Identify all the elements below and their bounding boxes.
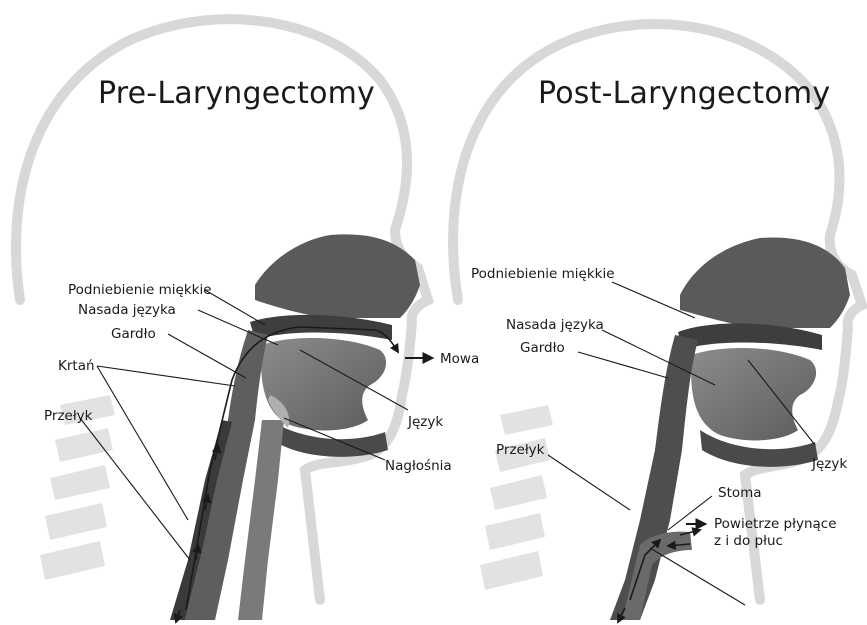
left-label-esophagus: Przełyk [44, 408, 93, 424]
right-pharynx [610, 335, 698, 620]
right-label-airflow-line2: z i do płuc [714, 533, 783, 549]
left-label-epiglottis: Nagłośnia [385, 458, 452, 474]
right-label-tongue-base: Nasada języka [506, 317, 604, 333]
left-label-tongue-base: Nasada języka [78, 302, 176, 318]
left-label-tongue: Język [407, 414, 443, 430]
right-tongue-shape [691, 348, 816, 440]
right-title: Post-Laryngectomy [538, 76, 830, 111]
right-nasal-cavity [680, 237, 850, 328]
right-label-pharynx: Gardło [520, 340, 565, 356]
left-nasal-cavity [255, 234, 420, 318]
left-label-larynx: Krtań [58, 358, 95, 374]
left-label-speech: Mowa [440, 351, 479, 367]
left-panel: Pre-Laryngectomy Podniebienie miękkie Na… [16, 19, 479, 622]
left-label-soft-palate: Podniebienie miękkie [68, 282, 212, 298]
right-spine [480, 405, 553, 590]
right-label-airflow-line1: Powietrze płynące [714, 516, 837, 532]
right-label-stoma: Stoma [718, 485, 762, 501]
right-label-esophagus: Przełyk [496, 442, 545, 458]
left-label-pharynx: Gardło [111, 326, 156, 342]
left-title: Pre-Laryngectomy [98, 76, 375, 111]
right-label-tongue: Język [811, 456, 847, 472]
right-panel: Post-Laryngectomy Podniebienie miękkie N… [453, 24, 862, 622]
right-label-soft-palate: Podniebienie miękkie [471, 266, 615, 282]
